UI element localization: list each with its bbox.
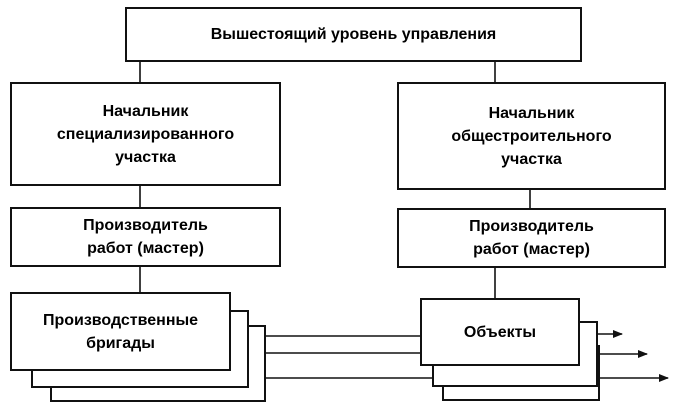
top-management-box: Вышестоящий уровень управления xyxy=(125,7,582,62)
objects-label: Объекты xyxy=(463,323,537,341)
left-foreman-box: Производитель работ (мастер) xyxy=(10,207,281,267)
specialized-site-head-box: Начальник специализированного участка xyxy=(10,82,281,186)
specialized-site-head-label: Начальник специализированного участка xyxy=(56,102,235,166)
general-construction-site-head-label: Начальник общестроительного участка xyxy=(451,104,612,168)
right-foreman-label: Производитель работ (мастер) xyxy=(469,218,594,258)
objects-box: Объекты xyxy=(420,298,580,366)
left-foreman-label: Производитель работ (мастер) xyxy=(83,217,208,257)
top-management-label: Вышестоящий уровень управления xyxy=(210,26,497,43)
right-foreman-box: Производитель работ (мастер) xyxy=(397,208,666,268)
production-crews-label: Производственные бригады xyxy=(42,311,199,352)
general-construction-site-head-box: Начальник общестроительного участка xyxy=(397,82,666,190)
production-crews-box: Производственные бригады xyxy=(10,292,231,371)
